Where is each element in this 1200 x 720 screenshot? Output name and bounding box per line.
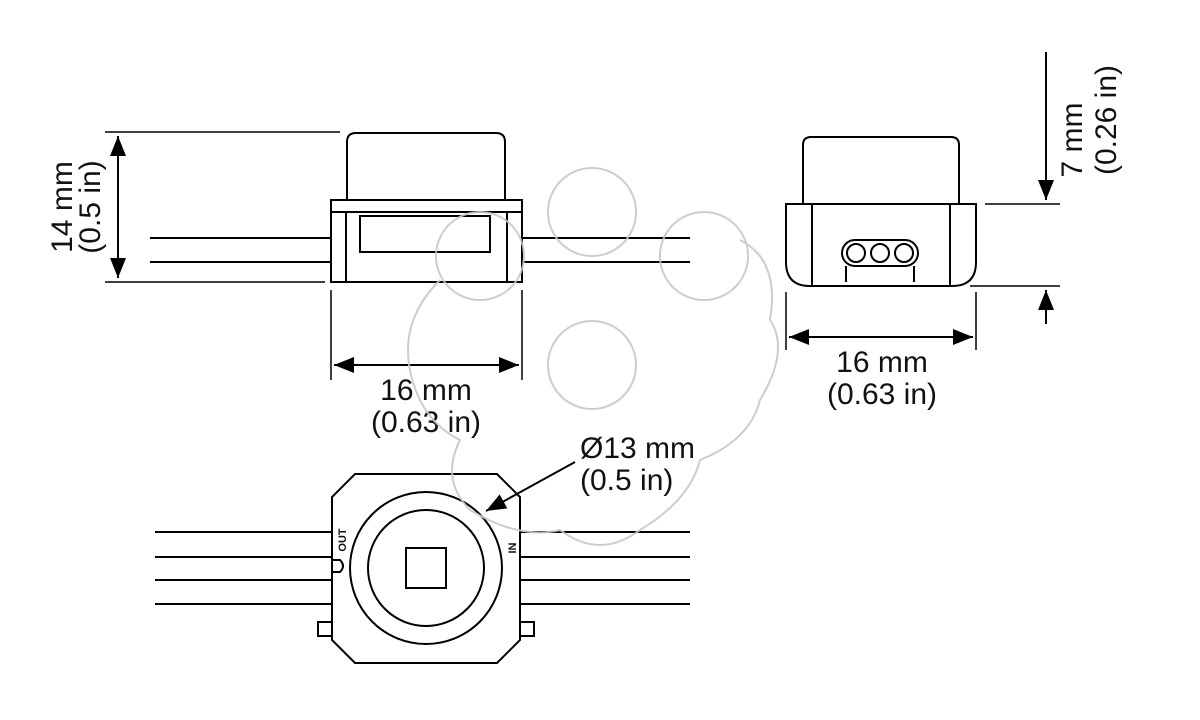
side-view [785,52,1060,350]
watermark-logo [407,167,779,546]
side-depth-in: (0.26 in) [1090,65,1123,175]
label-out: OUT [337,528,349,552]
front-height-mm: 14 mm [46,161,79,253]
side-depth-mm: 7 mm [1056,103,1089,178]
front-height-in: (0.5 in) [74,160,107,253]
diameter-in: (0.5 in) [580,464,673,497]
diameter-mm: Ø13 mm [580,432,695,465]
side-width-mm: 16 mm [836,346,928,379]
side-width-in: (0.63 in) [827,378,937,411]
front-width-mm: 16 mm [380,374,472,407]
label-in: IN [507,542,519,553]
top-view [155,461,690,664]
